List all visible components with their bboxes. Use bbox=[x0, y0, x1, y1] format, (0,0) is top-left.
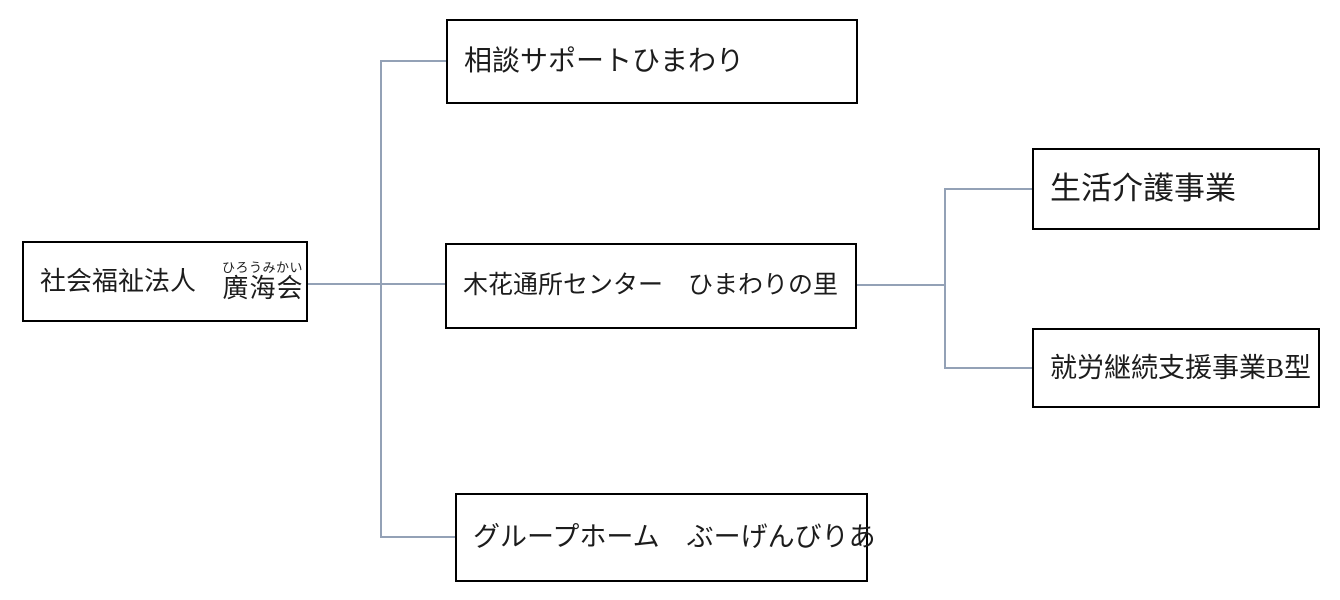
sub-branch-box-shuro-keizoku-b: 就労継続支援事業B型 bbox=[1032, 328, 1320, 408]
root-org-name-ruby: 廣海会ひろうみかい bbox=[222, 260, 303, 302]
branch-label: 相談サポートひまわり bbox=[464, 45, 745, 77]
sub-branch-label: 就労継続支援事業B型 bbox=[1050, 352, 1312, 383]
root-org-name: 廣海会 bbox=[222, 274, 304, 304]
connector-sub-trunk bbox=[944, 188, 946, 368]
sub-branch-box-seikatsu-kaigo: 生活介護事業 bbox=[1032, 148, 1320, 230]
connector-subtrunk-to-sub-1 bbox=[944, 188, 1032, 190]
connector-trunk-to-branch-1 bbox=[380, 60, 446, 62]
root-org-space bbox=[196, 268, 222, 295]
branch-box-soudan-support: 相談サポートひまわり bbox=[446, 19, 858, 104]
root-org-furigana: ひろうみかい bbox=[222, 260, 304, 276]
branch-box-kibana-center: 木花通所センター ひまわりの里 bbox=[445, 243, 857, 329]
root-org-prefix: 社会福祉法人 bbox=[40, 266, 197, 296]
branch-label: 木花通所センター ひまわりの里 bbox=[463, 271, 839, 299]
connector-root-to-trunk bbox=[308, 283, 446, 285]
connector-subtrunk-to-sub-2 bbox=[944, 367, 1032, 369]
branch-box-group-home: グループホーム ぶーげんびりあ bbox=[455, 493, 876, 582]
connector-trunk-to-branch-3 bbox=[380, 536, 455, 538]
sub-branch-label: 生活介護事業 bbox=[1050, 170, 1236, 206]
root-org-box: 社会福祉法人 廣海会ひろうみかい bbox=[22, 241, 308, 322]
connector-branch-2-to-subtrunk bbox=[857, 284, 946, 286]
branch-label: グループホーム ぶーげんびりあ bbox=[473, 522, 876, 553]
connector-main-trunk bbox=[380, 60, 382, 538]
